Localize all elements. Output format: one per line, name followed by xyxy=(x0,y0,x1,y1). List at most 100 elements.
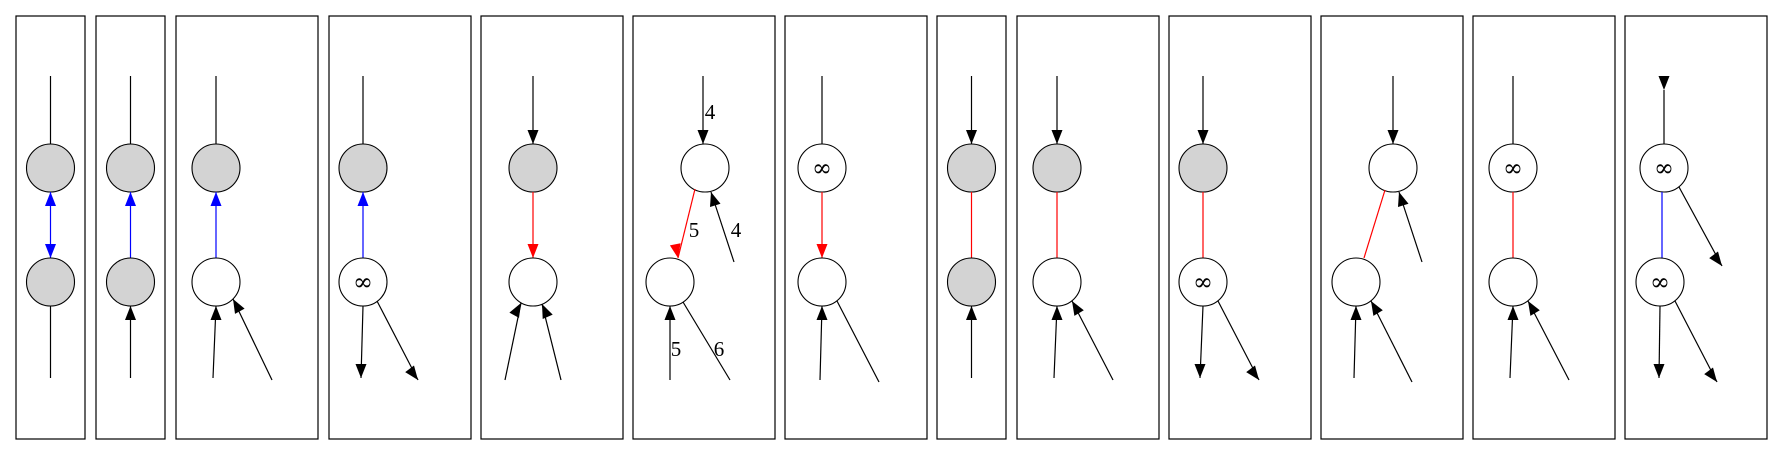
child-arrow xyxy=(210,306,222,320)
child-arrow xyxy=(1072,301,1084,316)
leaf-arrow xyxy=(405,365,418,380)
leaf-arrow xyxy=(1704,367,1717,382)
panel-frame xyxy=(95,15,166,440)
link-arrow xyxy=(669,243,681,258)
weight-label: 4 xyxy=(705,100,716,124)
link-arrow xyxy=(816,244,828,258)
panel-frame xyxy=(480,15,624,440)
panel-frame xyxy=(1624,15,1768,440)
edge xyxy=(1678,186,1723,267)
edge xyxy=(1674,300,1718,383)
node-top xyxy=(508,143,558,193)
weight-label: 5 xyxy=(671,337,682,361)
parent-arrow xyxy=(1051,130,1063,144)
node-bottom xyxy=(25,257,76,307)
leaf-arrow xyxy=(355,364,367,378)
infinity-label: ∞ xyxy=(812,154,832,182)
leaf-arrow xyxy=(1246,365,1259,380)
child-arrow xyxy=(1371,301,1383,316)
parent-arrow xyxy=(1658,76,1670,90)
node-bottom xyxy=(946,257,997,307)
panel-frame xyxy=(1016,15,1160,440)
node-bottom xyxy=(1488,257,1538,307)
parent-arrow xyxy=(697,130,709,144)
panel-frame xyxy=(175,15,319,440)
link-arrow xyxy=(210,192,222,206)
link-arrow xyxy=(45,244,56,258)
parent-arrow xyxy=(1387,130,1399,144)
panel-frame xyxy=(936,15,1007,440)
child-arrow xyxy=(1051,306,1063,320)
leaf-arrow xyxy=(1653,364,1665,378)
node-top xyxy=(946,143,997,193)
panel-8 xyxy=(936,15,1007,440)
node-top xyxy=(191,143,241,193)
sibling-arrow xyxy=(1398,192,1409,207)
edge xyxy=(836,300,880,383)
panel-frame xyxy=(632,15,776,440)
leaf-arrow xyxy=(1194,364,1206,378)
panel-6: 4 4 5 5 6 xyxy=(632,15,776,440)
panel-4: ∞ xyxy=(328,15,472,440)
panel-13: ∞∞ xyxy=(1624,15,1768,440)
edge xyxy=(1527,300,1570,381)
link-arrow xyxy=(125,192,136,206)
node-bottom xyxy=(1032,257,1082,307)
panel-frame xyxy=(1168,15,1312,440)
parent-arrow xyxy=(966,130,977,144)
link-arrow xyxy=(527,244,539,258)
node-top xyxy=(1368,143,1418,193)
weight-label: 5 xyxy=(689,218,700,242)
node-top xyxy=(25,143,76,193)
leaf-arrow xyxy=(1709,251,1722,266)
link-arrow xyxy=(357,192,369,206)
node-top xyxy=(680,143,730,193)
panel-12: ∞ xyxy=(1472,15,1616,440)
sibling-arrow xyxy=(710,192,721,207)
child-arrow xyxy=(816,306,828,320)
panel-9 xyxy=(1016,15,1160,440)
node-bottom xyxy=(191,257,241,307)
parent-arrow xyxy=(1197,130,1209,144)
panel-1 xyxy=(15,15,86,440)
panel-frame xyxy=(784,15,928,440)
child-arrow xyxy=(1507,306,1519,320)
node-bottom xyxy=(105,257,156,307)
panel-7: ∞ xyxy=(784,15,928,440)
panel-frame xyxy=(1472,15,1616,440)
panel-frame xyxy=(15,15,86,440)
infinity-label: ∞ xyxy=(1650,268,1670,296)
panel-11 xyxy=(1320,15,1464,440)
node-bottom xyxy=(508,257,558,307)
panel-10: ∞ xyxy=(1168,15,1312,440)
infinity-label: ∞ xyxy=(1503,154,1523,182)
edge xyxy=(1071,300,1114,381)
edge xyxy=(1217,300,1260,381)
child-arrow xyxy=(233,299,245,314)
node-top xyxy=(1639,143,1689,193)
edge xyxy=(1370,300,1413,383)
infinity-label: ∞ xyxy=(353,268,373,296)
link-edge xyxy=(1363,189,1386,259)
node-top xyxy=(1178,143,1228,193)
node-bottom xyxy=(1331,257,1381,307)
weight-label: 6 xyxy=(714,337,725,361)
child-arrow xyxy=(966,306,977,320)
edge xyxy=(682,301,731,381)
child-arrow xyxy=(1350,306,1362,320)
infinity-label: ∞ xyxy=(1654,154,1674,182)
panel-5 xyxy=(480,15,624,440)
link-edge xyxy=(677,188,696,259)
edge xyxy=(232,298,273,381)
edge xyxy=(376,300,419,381)
panel-3 xyxy=(175,15,319,440)
child-arrow xyxy=(509,303,521,318)
weight-label: 4 xyxy=(731,218,742,242)
panel-frame xyxy=(328,15,472,440)
node-bottom xyxy=(797,257,847,307)
child-arrow xyxy=(542,304,553,319)
child-arrow xyxy=(664,306,676,320)
node-top xyxy=(1032,143,1082,193)
parent-arrow xyxy=(527,130,539,144)
